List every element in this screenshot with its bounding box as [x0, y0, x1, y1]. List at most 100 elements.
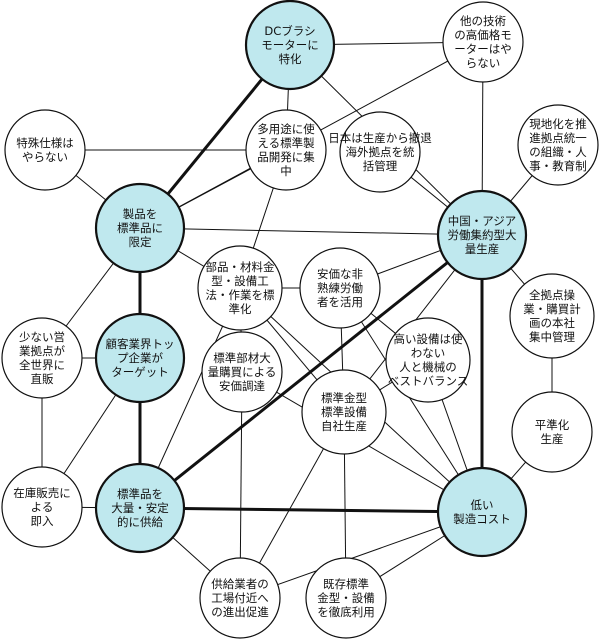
node-label-line: 中国・アジア [448, 214, 517, 228]
node-label-line: 標準設備 [321, 405, 367, 419]
node-label-line: 量生産 [465, 242, 500, 256]
node-label-line: 安価な非 [317, 267, 363, 281]
node-label-line: DCブラシ [264, 24, 315, 38]
node-circle-leveling [511, 391, 593, 473]
node-label-line: 生産 [541, 432, 564, 446]
node-circle-limited-products [94, 182, 186, 274]
node-label-line: 即入 [31, 514, 54, 528]
node-circle-low-cost [436, 466, 528, 558]
node-label-line: 自社生産 [321, 419, 367, 433]
node-label-line: やらない [22, 150, 68, 164]
node-label-line: 高い設備は使 [394, 332, 463, 346]
node-label-line: 者を活用 [317, 295, 363, 309]
node-label-line: 事・教育制 [529, 159, 587, 173]
node-label-line: 少ない営 [19, 330, 65, 344]
edge-china-asia-to-std-supply [139, 233, 483, 510]
node-label-line: 他の技術 [460, 14, 506, 28]
node-label-line: 限定 [129, 235, 152, 249]
node-circle-china-asia [436, 189, 528, 281]
node-label-line: 低い [471, 498, 494, 512]
node-label-line: 海外拠点を統 [346, 145, 415, 159]
node-label-line: 標準金型 [321, 391, 367, 405]
node-circle-localization [517, 104, 599, 186]
edge-std-supply-to-low-cost [139, 506, 483, 514]
node-circle-std-materials [201, 331, 283, 413]
node-circle-other-tech [442, 1, 524, 83]
node-circle-std-molds [301, 369, 387, 455]
node-label-line: 現地化を推 [529, 117, 587, 131]
node-label-line: 顧客業界トッ [106, 337, 175, 351]
node-circle-mgmt-all [509, 273, 595, 359]
node-label-line: 法・作業を標 [206, 288, 275, 302]
node-label-line: の組織・人 [529, 145, 587, 159]
node-label-line: わない [411, 346, 446, 360]
node-label-line: 業・購買計 [523, 302, 581, 316]
node-label-line: 括管理 [363, 159, 398, 173]
node-label-line: 業拠点が [19, 344, 65, 358]
node-circle-special-specs [4, 109, 86, 191]
node-label-line: 標準部材大 [213, 351, 271, 365]
node-label-line: 全拠点操 [529, 288, 575, 302]
node-label-line: ーターはや [454, 42, 512, 56]
node-label-line: 製品を [123, 207, 158, 221]
node-label-line: 工場付近へ [211, 591, 269, 605]
node-label-line: 製造コスト [453, 512, 511, 526]
node-label-line: 全世界に [19, 358, 65, 372]
node-label-line: 的に供給 [117, 515, 163, 529]
node-label-line: 部品・材料金 [206, 260, 275, 274]
node-circle-existing-molds [305, 557, 387, 639]
node-label-line: ターゲット [111, 365, 169, 379]
node-label-line: 大量・安定 [111, 501, 169, 515]
node-label-line: 金型・設備 [317, 591, 375, 605]
node-label-line: 多用途に使 [257, 122, 315, 136]
node-label-line: 安価調達 [219, 379, 265, 393]
node-label-line: 中 [280, 164, 292, 178]
node-circle-inventory-sales [1, 466, 83, 548]
node-circle-few-sales [1, 317, 83, 399]
node-label-line: 人と機械の [399, 360, 457, 374]
node-label-line: 既存標準 [323, 577, 369, 591]
node-label-line: 準化 [229, 302, 252, 316]
node-label-line: 量購買による [208, 365, 277, 379]
node-label-line: 標準品に [117, 221, 163, 235]
node-label-line: 熟練労働 [317, 281, 363, 295]
node-label-line: 品開発に集 [257, 150, 315, 164]
node-label-line: プ企業が [117, 351, 163, 365]
node-circle-std-supply [94, 462, 186, 554]
node-circle-japan-hq [339, 111, 421, 193]
edge-limited-products-to-china-asia [139, 227, 483, 236]
node-circle-multi-purpose [245, 109, 327, 191]
node-label-line: 供給業者の [211, 577, 269, 591]
node-circle-cheap-labor [299, 247, 381, 329]
node-label-line: 進拠点統一 [529, 131, 587, 145]
node-label-line: を徹底利用 [317, 605, 375, 619]
node-circle-parts-std [197, 245, 283, 331]
node-circle-no-advanced [385, 317, 471, 403]
node-label-line: 在庫販売に [13, 486, 71, 500]
node-label-line: 平準化 [535, 418, 570, 432]
node-label-line: 画の本社 [529, 316, 575, 330]
node-label-line: 型・設備工 [211, 274, 269, 288]
node-circle-dc-brush-motor [244, 0, 336, 91]
node-label-line: の進出促進 [211, 605, 269, 619]
node-label-line: 特化 [279, 52, 302, 66]
